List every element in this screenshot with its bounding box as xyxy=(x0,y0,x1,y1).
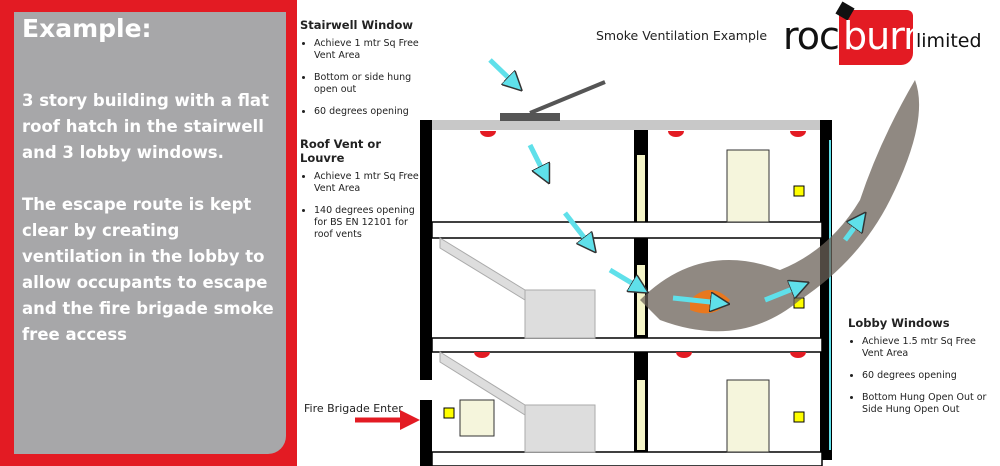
lobby-heading: Lobby Windows xyxy=(848,316,950,330)
example-panel: Example: 3 story building with a flat ro… xyxy=(14,12,286,454)
logo-limited: limited xyxy=(916,30,982,52)
fire-brigade-label: Fire Brigade Enter xyxy=(304,402,403,415)
note-item: Achieve 1 mtr Sq Free Vent Area xyxy=(314,38,420,62)
floor-slabs xyxy=(431,221,823,466)
note-item: Bottom or side hung open out xyxy=(314,72,420,96)
note-item: Achieve 1.5 mtr Sq Free Vent Area xyxy=(862,336,993,360)
logo-burn: burn xyxy=(843,14,927,58)
airflow-arrows xyxy=(488,58,860,303)
control-panel xyxy=(459,399,495,437)
roof-hatch-lid xyxy=(529,80,606,115)
panel-paragraph-1: 3 story building with a flat roof hatch … xyxy=(22,91,269,162)
note-item: Bottom Hung Open Out or Side Hung Open O… xyxy=(862,392,993,416)
note-item: 60 degrees opening xyxy=(314,106,420,118)
roof-vent-notes: Roof Vent or Louvre Achieve 1 mtr Sq Fre… xyxy=(300,137,420,251)
logo-roc: roc xyxy=(783,14,840,58)
panel-heading: Example: xyxy=(22,14,152,43)
roof-slab xyxy=(432,120,822,130)
doors xyxy=(726,149,770,453)
note-item: Achieve 1 mtr Sq Free Vent Area xyxy=(314,171,420,195)
note-item: 140 degrees opening for BS EN 12101 for … xyxy=(314,205,420,241)
left-wall xyxy=(420,120,432,380)
note-item: 60 degrees opening xyxy=(862,370,993,382)
smoke-detectors xyxy=(474,131,806,358)
smoke-plume xyxy=(640,80,920,332)
roof-hatch xyxy=(500,113,560,121)
stairwell-window-notes: Stairwell Window Achieve 1 mtr Sq Free V… xyxy=(300,18,420,128)
call-points xyxy=(443,185,805,423)
lobby-window-notes: Lobby Windows Achieve 1.5 mtr Sq Free Ve… xyxy=(848,316,993,426)
diagram-title: Smoke Ventilation Example xyxy=(596,28,768,43)
roof-vent-heading: Roof Vent or Louvre xyxy=(300,137,381,165)
stairwell-heading: Stairwell Window xyxy=(300,18,414,32)
panel-paragraph-2: The escape route is kept clear by creati… xyxy=(22,195,274,344)
rocburn-logo: roc burn limited xyxy=(783,1,1000,66)
left-panel-border: Example: 3 story building with a flat ro… xyxy=(0,0,297,466)
stairs xyxy=(439,237,596,453)
